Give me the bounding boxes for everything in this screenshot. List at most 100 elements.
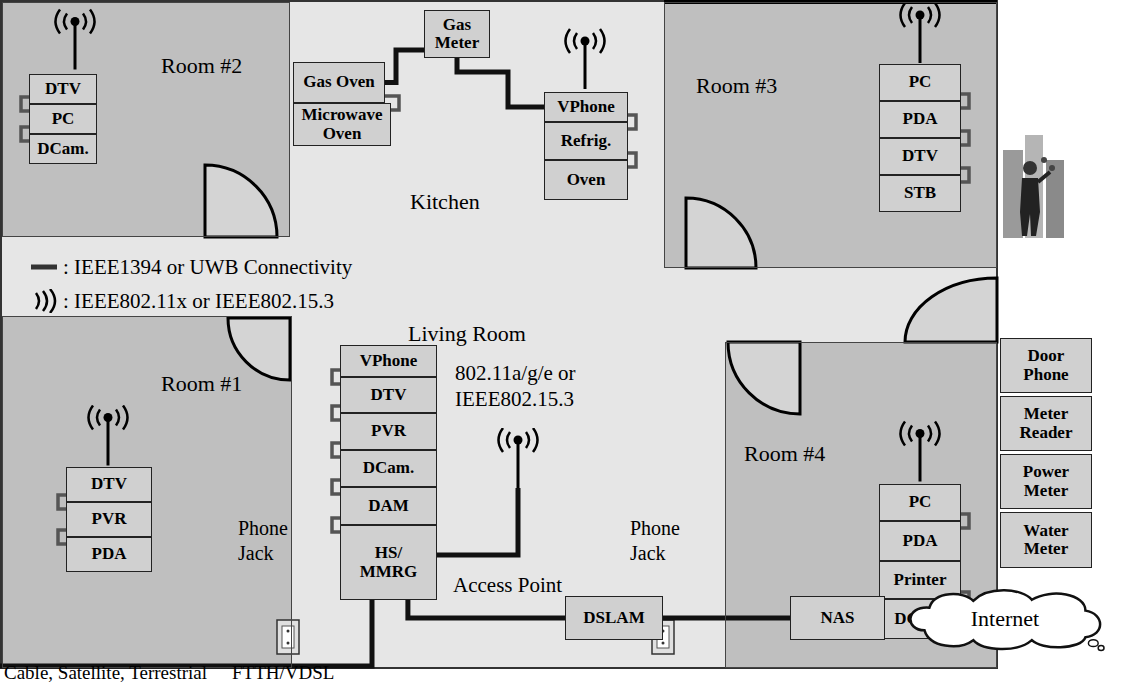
device-label: NAS — [820, 609, 854, 627]
room-label: Room #4 — [744, 441, 825, 467]
ieee1394-bracket — [332, 406, 340, 420]
wired-link — [385, 50, 424, 83]
ieee1394-bracket — [961, 514, 969, 528]
device-label: Printer — [894, 571, 947, 589]
wired-link — [663, 616, 790, 621]
device-label: Gas Oven — [303, 73, 374, 91]
device-box: VPhone — [340, 345, 437, 377]
label-text: Phone Jack — [630, 517, 680, 564]
legend-row: : IEEE802.11x or IEEE802.15.3 — [28, 284, 352, 318]
ieee1394-bracket — [961, 168, 969, 182]
device-box: PC — [879, 64, 961, 101]
ieee1394-bracket — [961, 131, 969, 145]
device-box: VPhone — [544, 92, 628, 122]
access-point: Access Point — [488, 428, 548, 488]
device-box: DCam. — [340, 450, 437, 487]
device-box: Oven — [544, 160, 628, 200]
wired-link — [437, 488, 518, 555]
device-box: NAS — [790, 596, 885, 640]
device-label: VPhone — [557, 98, 615, 116]
internet-cloud: Internet — [905, 586, 1105, 652]
ieee1394-bracket — [58, 495, 66, 509]
device-box: DTV — [29, 74, 97, 104]
device-box: Microwave Oven — [293, 103, 391, 146]
device-box: PC — [29, 104, 97, 134]
device-label: Oven — [567, 171, 606, 189]
house-floor — [1, 1, 997, 668]
room-area: DTV PC DCam. Room #2 — [2, 2, 290, 237]
device-label: VPhone — [360, 352, 418, 370]
ieee1394-bracket — [332, 370, 340, 384]
device-box: Water Meter — [1000, 512, 1092, 568]
device-box: PDA — [879, 101, 961, 138]
plan-label: FTTH/VDSL — [232, 661, 334, 685]
device-label: DTV — [902, 147, 938, 165]
ieee1394-bracket — [21, 127, 29, 141]
legend-text: : IEEE802.11x or IEEE802.15.3 — [63, 289, 334, 314]
device-label: DAM — [368, 497, 409, 515]
device-box: Power Meter — [1000, 454, 1092, 509]
ieee1394-bracket — [332, 443, 340, 457]
room-label: Room #2 — [161, 53, 242, 79]
device-label: PDA — [92, 545, 127, 563]
device-label: DSLAM — [583, 609, 644, 627]
plan-label: Living Room — [408, 320, 526, 348]
device-label: PC — [52, 110, 75, 128]
device-box: Gas Meter — [424, 10, 490, 58]
label-text: Living Room — [408, 321, 526, 346]
label-text: Phone Jack — [238, 517, 288, 564]
room-fills — [2, 2, 997, 668]
plan-label: 802.11a/g/e or IEEE802.15.3 — [455, 360, 607, 413]
device-box: PVR — [340, 413, 437, 450]
device-label: DTV — [91, 475, 127, 493]
device-label: Microwave Oven — [298, 106, 386, 143]
device-label: PDA — [903, 532, 938, 550]
device-box: STB — [879, 175, 961, 212]
device-box: PC — [879, 484, 961, 521]
device-label: Refrig. — [561, 132, 612, 150]
person-illustration — [1003, 135, 1064, 238]
device-label: DTV — [45, 80, 81, 98]
room-area: PCPDA DTV STB Room #3 — [664, 2, 997, 268]
device-label: DTV — [371, 386, 407, 404]
label-text: Kitchen — [410, 189, 480, 214]
device-label: Power Meter — [1005, 463, 1087, 500]
ieee1394-bracket — [21, 97, 29, 111]
device-box: PVR — [66, 502, 152, 537]
ieee1394-bracket — [332, 480, 340, 494]
device-label: Door Phone — [1005, 347, 1087, 384]
device-box: Meter Reader — [1000, 396, 1092, 451]
ieee1394-bracket — [332, 518, 340, 532]
device-label: Gas Meter — [429, 16, 485, 53]
wireless-antennas — [56, 3, 940, 488]
plan-label: Cable, Satellite, Terrestrial — [4, 661, 207, 685]
legend-row: : IEEE1394 or UWB Connectivity — [28, 250, 352, 284]
device-label: DCam. — [37, 140, 88, 158]
room-label: Room #1 — [161, 371, 242, 397]
wired-link — [457, 58, 544, 107]
legend-sample — [28, 289, 60, 313]
device-box: DTV — [879, 138, 961, 175]
ieee1394-bracket — [58, 530, 66, 544]
device-box: DTV — [66, 467, 152, 502]
ieee1394-bracket — [961, 94, 969, 108]
device-box: Gas Oven — [293, 62, 385, 103]
room-label: Room #3 — [696, 73, 777, 99]
device-box: PDA — [879, 521, 961, 561]
legend-sample — [28, 255, 60, 279]
ieee1394-bracket — [628, 115, 636, 129]
wired-link — [408, 600, 565, 618]
label-text: FTTH/VDSL — [232, 662, 334, 683]
device-label: HS/ MMRG — [358, 544, 420, 581]
label-text: 802.11a/g/e or IEEE802.15.3 — [455, 361, 576, 411]
device-box: HS/ MMRG — [340, 525, 437, 600]
device-label: Internet — [971, 606, 1039, 632]
room-area: DTV PVR PDA Room #1 — [2, 316, 292, 668]
device-label: STB — [904, 184, 936, 202]
device-box: DAM — [340, 487, 437, 525]
device-box: DSLAM — [565, 596, 663, 640]
access-point-label: Access Point — [453, 573, 562, 598]
plan-label: Kitchen — [410, 188, 480, 216]
device-box: Refrig. — [544, 122, 628, 160]
device-label: Water Meter — [1005, 522, 1087, 559]
